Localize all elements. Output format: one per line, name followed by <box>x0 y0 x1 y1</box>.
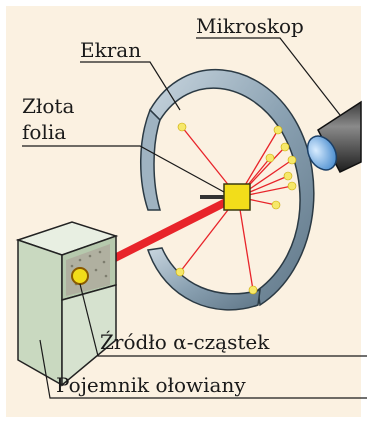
alpha-source <box>72 268 88 284</box>
label-lead-container: Pojemnik ołowiany <box>56 375 246 395</box>
label-microscope: Mikroskop <box>196 16 304 36</box>
label-gold-foil-line2: folia <box>22 122 66 142</box>
label-alpha-source: Źródło α-cząstek <box>100 332 269 352</box>
label-screen: Ekran <box>80 40 141 60</box>
label-gold-foil-line1: Złota <box>22 96 74 116</box>
foil-holder <box>200 195 226 199</box>
gold-foil <box>224 184 250 210</box>
